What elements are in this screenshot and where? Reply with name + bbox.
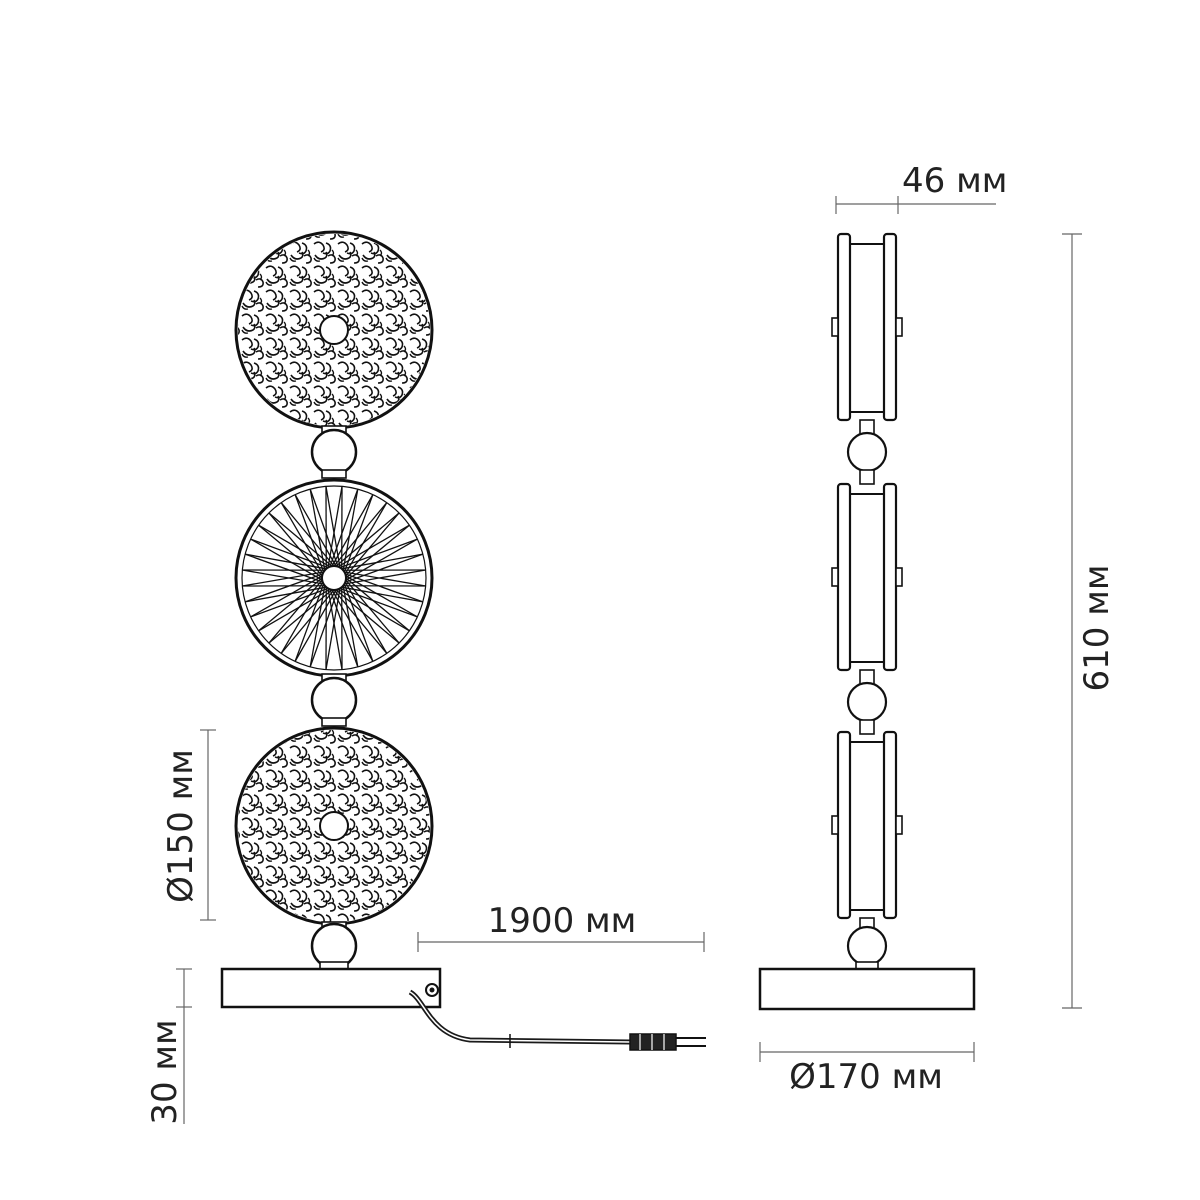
sunburst-ray — [327, 486, 343, 568]
sunburst-ray — [258, 588, 331, 632]
sunburst-ray — [333, 589, 388, 654]
sunburst-ray — [342, 489, 359, 571]
sunburst-ray — [309, 585, 326, 667]
sunburst-ray — [294, 589, 337, 662]
connector-ball-1 — [310, 425, 358, 479]
sunburst-ray — [244, 573, 323, 603]
connector-ball-3 — [310, 921, 358, 971]
sunburst-ray — [280, 502, 335, 567]
side-module-3 — [831, 730, 903, 920]
dimension-disc-diameter: Ø150 мм — [161, 729, 216, 921]
sunburst-ray — [294, 494, 325, 573]
sunburst-ray — [331, 494, 374, 567]
sunburst-ray — [258, 524, 323, 579]
sunburst-ray — [244, 553, 323, 583]
sunburst-ray — [242, 569, 324, 585]
sunburst-ray — [309, 488, 339, 567]
sunburst-ray — [325, 588, 341, 670]
sunburst-ray — [342, 585, 359, 667]
sunburst-ray — [344, 571, 426, 587]
dimension-base-diameter: Ø170 мм — [759, 1042, 975, 1097]
sunburst-ray — [268, 512, 323, 577]
sunburst-ray — [339, 587, 418, 618]
dimension-cord-length: 1900 мм — [417, 901, 705, 952]
sunburst-ray — [345, 573, 424, 603]
sunburst-ray — [294, 494, 337, 567]
sunburst-ray — [341, 553, 423, 570]
base-height-label: 30 мм — [145, 1019, 185, 1124]
sunburst-ray — [258, 577, 323, 632]
sunburst-ray — [345, 538, 418, 581]
sunburst-ray — [280, 581, 324, 654]
sunburst-ray — [345, 524, 410, 579]
sunburst-ray — [337, 588, 410, 632]
middle-sunburst-disc — [234, 478, 434, 678]
front-base — [220, 967, 442, 1009]
sunburst-ray — [242, 571, 324, 587]
sunburst-ray — [309, 489, 326, 571]
sunburst-ray — [333, 502, 388, 567]
bottom-lace-disc — [234, 726, 434, 926]
sunburst-ray — [250, 587, 329, 618]
sunburst-ray — [341, 586, 423, 603]
sunburst-ray — [280, 502, 324, 575]
sunburst-ray — [339, 538, 418, 569]
sunburst-ray — [331, 589, 374, 662]
sunburst-ray — [337, 524, 410, 568]
sunburst-ray — [329, 488, 359, 567]
side-view — [758, 232, 976, 1011]
dimension-top-depth: 46 мм — [835, 161, 1007, 214]
sunburst-ray — [345, 512, 400, 577]
top-lace-disc — [234, 230, 434, 430]
side-base — [758, 967, 976, 1011]
side-ball-2 — [846, 669, 888, 735]
dimension-base-height: 30 мм — [145, 968, 192, 1125]
sunburst-ray — [345, 575, 418, 618]
sunburst-ray — [245, 586, 327, 603]
sunburst-ray — [343, 494, 374, 573]
sunburst-ray — [245, 553, 327, 570]
disc-diameter-label: Ø150 мм — [161, 749, 201, 903]
sunburst-ray — [344, 569, 426, 585]
side-module-2 — [831, 482, 903, 672]
sunburst-ray — [258, 524, 331, 568]
front-view — [220, 230, 706, 1051]
sunburst-ray — [345, 553, 424, 583]
side-ball-3 — [846, 917, 888, 971]
sunburst-ray — [329, 589, 359, 668]
sunburst-ray — [268, 579, 323, 644]
sunburst-ray — [335, 589, 400, 644]
sunburst-ray — [344, 502, 388, 575]
sunburst-ray — [344, 581, 388, 654]
sunburst-ray — [345, 577, 410, 632]
sunburst-ray — [294, 583, 325, 662]
sunburst-ray — [268, 589, 333, 644]
sunburst-ray — [343, 583, 374, 662]
sunburst-ray — [250, 538, 329, 569]
total-height-label: 610 мм — [1077, 564, 1117, 691]
power-cord — [408, 989, 706, 1051]
sunburst-ray — [327, 588, 343, 670]
side-module-1 — [831, 232, 903, 422]
top-depth-label: 46 мм — [902, 161, 1007, 201]
base-diameter-label: Ø170 мм — [789, 1057, 943, 1097]
sunburst-ray — [345, 579, 400, 644]
sunburst-ray — [250, 538, 323, 581]
sunburst-ray — [250, 575, 323, 618]
side-ball-1 — [846, 419, 888, 485]
sunburst-ray — [268, 512, 333, 567]
sunburst-ray — [309, 589, 339, 668]
connector-ball-2 — [310, 673, 358, 727]
sunburst-ray — [335, 512, 400, 567]
cord-length-label: 1900 мм — [488, 901, 637, 941]
sunburst-ray — [280, 589, 335, 654]
sunburst-ray — [325, 486, 341, 568]
dimension-total-height: 610 мм — [1062, 233, 1117, 1009]
